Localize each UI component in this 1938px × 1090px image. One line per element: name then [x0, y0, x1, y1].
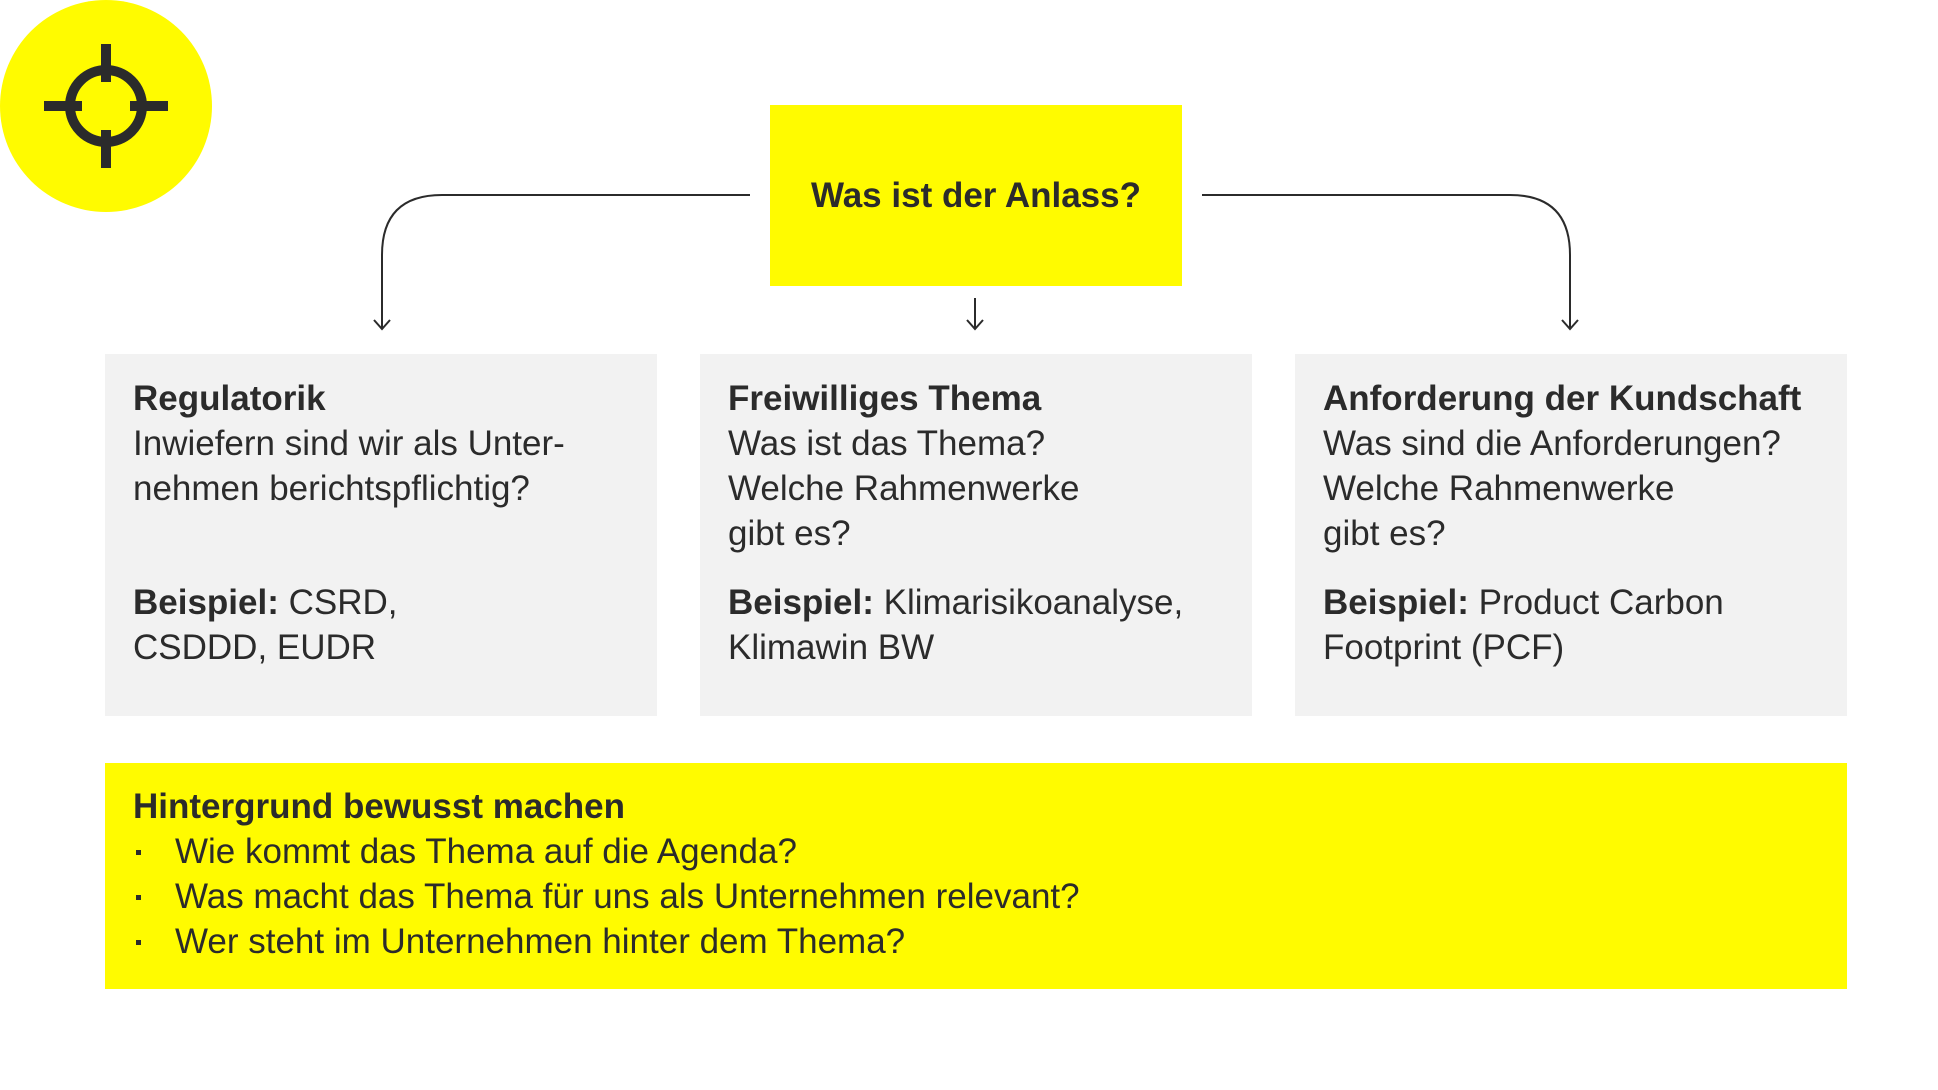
- card-example: Beispiel: Product Carbon Footprint (PCF): [1323, 580, 1827, 670]
- card-anforderung-kundschaft: Anforderung der Kundschaft Was sind die …: [1295, 354, 1847, 716]
- background-title: Hintergrund bewusst machen: [133, 787, 626, 826]
- list-item: Wer steht im Unternehmen hinter dem Them…: [133, 919, 1819, 964]
- arrowhead-center: [966, 319, 984, 331]
- list-item: Wie kommt das Thema auf die Agenda?: [133, 829, 1819, 874]
- arrowhead-right: [1561, 319, 1579, 331]
- question-label: Was ist der Anlass?: [810, 175, 1141, 215]
- card-question: Was sind die Anforderungen? Welche Rahme…: [1323, 424, 1781, 553]
- background-list: Wie kommt das Thema auf die Agenda? Was …: [133, 829, 1819, 964]
- example-value: Product Carbon Footprint (PCF): [1323, 583, 1724, 667]
- logo: [0, 0, 212, 212]
- example-label: Beispiel:: [728, 583, 874, 622]
- crosshair-icon: [44, 44, 168, 168]
- background-box: Hintergrund bewusst machen Wie kommt das…: [105, 763, 1847, 989]
- example-label: Beispiel:: [1323, 583, 1469, 622]
- card-title: Anforderung der Kundschaft: [1323, 379, 1802, 418]
- arrowhead-left: [373, 319, 391, 331]
- card-example: Beispiel: CSRD, CSDDD, EUDR: [133, 580, 637, 670]
- card-question: Inwiefern sind wir als Unter- nehmen ber…: [133, 424, 565, 508]
- card-question: Was ist das Thema? Welche Rahmenwerke gi…: [728, 424, 1080, 553]
- question-box: Was ist der Anlass?: [770, 105, 1182, 286]
- example-value: CSRD, CSDDD, EUDR: [133, 583, 398, 667]
- example-value: Klimarisikoanalyse, Klimawin BW: [728, 583, 1184, 667]
- card-example: Beispiel: Klimarisikoanalyse, Klimawin B…: [728, 580, 1232, 670]
- card-title: Regulatorik: [133, 379, 326, 418]
- card-title: Freiwilliges Thema: [728, 379, 1042, 418]
- card-freiwilliges-thema: Freiwilliges Thema Was ist das Thema? We…: [700, 354, 1252, 716]
- example-label: Beispiel:: [133, 583, 279, 622]
- card-regulatorik: Regulatorik Inwiefern sind wir als Unter…: [105, 354, 657, 716]
- list-item: Was macht das Thema für uns als Unterneh…: [133, 874, 1819, 919]
- connector-left: [381, 194, 750, 328]
- connector-right: [1202, 194, 1571, 328]
